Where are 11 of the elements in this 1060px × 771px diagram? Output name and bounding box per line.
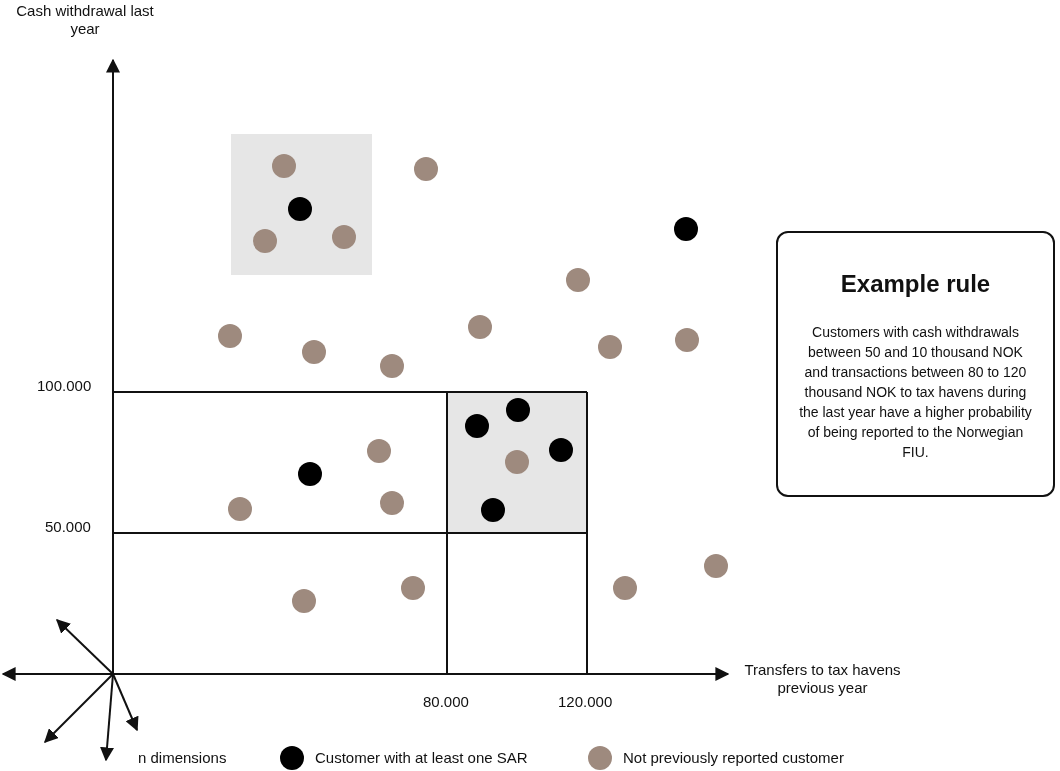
axis-title: Transfers to tax havens previous year	[743, 661, 902, 697]
legend-label: Not previously reported customer	[623, 749, 844, 767]
tick-label: 80.000	[423, 693, 469, 711]
axis-label: n dimensions	[138, 749, 227, 767]
axis-title: Cash withdrawal last year	[15, 2, 155, 38]
tick-label: 50.000	[45, 518, 91, 536]
box-title: Example rule	[839, 270, 992, 298]
tick-label: 120.000	[558, 693, 613, 711]
box-text: Customers with cash withdrawals between 50 and 10 thousand NOK and transactions between 80 to 120 thousand NOK to tax havens during the last year have a higher probability of being reported to the Norwegian FIU.	[798, 323, 1033, 462]
tick-label: 100.000	[37, 377, 92, 395]
legend-label: Customer with at least one SAR	[315, 749, 528, 767]
